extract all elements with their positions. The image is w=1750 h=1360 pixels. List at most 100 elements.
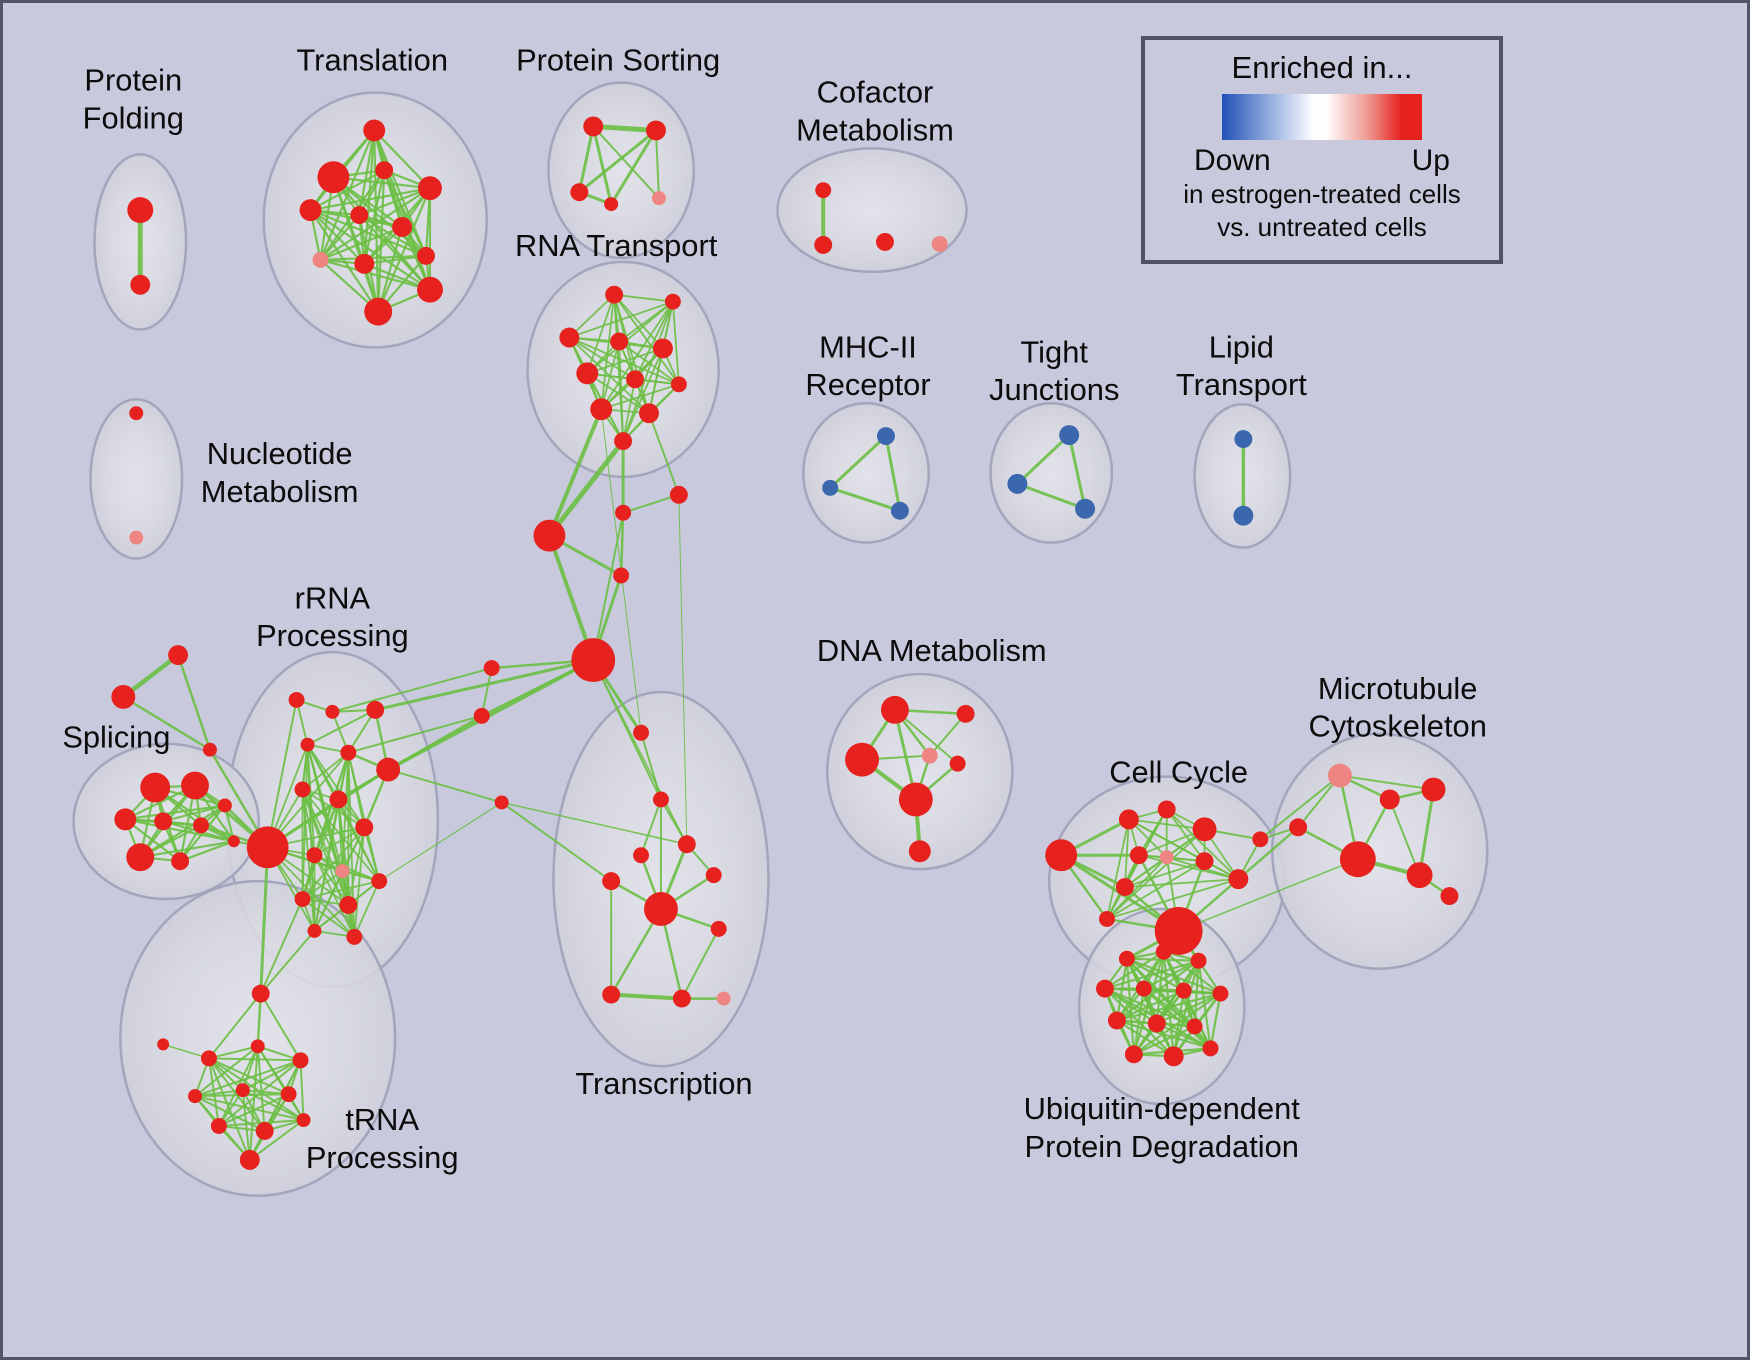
network-node-j1 [1059, 425, 1080, 446]
network-node-sp11 [111, 684, 136, 709]
network-node-r1 [605, 285, 624, 304]
network-node-u7 [1212, 985, 1229, 1002]
network-edge [241, 1089, 305, 1122]
network-edge [259, 845, 270, 996]
network-edge [622, 347, 664, 442]
network-node-s1 [583, 116, 604, 137]
network-edge [1165, 808, 1240, 881]
network-edge [194, 1045, 259, 1098]
network-node-u11 [1124, 1045, 1143, 1064]
network-node-rr2 [325, 704, 340, 719]
network-edge [1123, 878, 1240, 888]
network-node-d3 [845, 742, 879, 777]
network-edge [1115, 989, 1185, 1022]
network-edge [313, 826, 366, 857]
network-edge [613, 293, 674, 303]
network-edge [313, 854, 356, 938]
network-node-r6 [576, 362, 599, 385]
network-node-u2 [1155, 943, 1172, 960]
network-node-sp6 [126, 843, 155, 872]
network-edge [353, 826, 366, 938]
network-edge [176, 653, 212, 751]
network-edge [1123, 818, 1130, 888]
cluster-label-dna-metabolism: DNA Metabolism [817, 633, 1047, 668]
network-edge [1106, 818, 1130, 920]
network-edge [1165, 808, 1206, 863]
network-node-mt5 [1339, 841, 1376, 878]
network-edge [1142, 987, 1212, 1050]
network-edge [319, 254, 428, 261]
network-edge [266, 698, 298, 849]
network-edge [122, 695, 212, 751]
cluster-label-rna-transport: RNA Transport [515, 228, 718, 263]
network-edge [301, 880, 381, 900]
network-node-mt6 [1406, 862, 1433, 889]
network-node-tn7 [280, 1086, 297, 1103]
network-node-u5 [1135, 980, 1152, 997]
network-edge [547, 407, 604, 538]
network-node-n2 [129, 530, 144, 545]
network-edge [299, 1059, 305, 1122]
network-edge [301, 798, 340, 900]
network-node-q4 [1192, 817, 1217, 842]
network-edge [313, 870, 344, 932]
network-node-m1 [876, 427, 895, 446]
network-edge [313, 854, 350, 906]
network-node-sp3 [114, 808, 137, 831]
network-node-h5 [571, 638, 616, 682]
network-node-sp2 [181, 771, 209, 800]
network-edge [619, 511, 625, 577]
network-edge [1106, 860, 1206, 920]
network-edge [363, 826, 381, 883]
cluster-label-splicing: Splicing [62, 720, 170, 755]
network-node-u13 [1202, 1040, 1219, 1057]
network-edge [1123, 860, 1206, 888]
network-edge [207, 992, 262, 1060]
network-edge [309, 208, 380, 313]
cluster-ellipse-dna-metabolism [825, 672, 1014, 871]
network-edge [1155, 1022, 1212, 1050]
network-edge [1237, 826, 1300, 881]
network-node-c1 [815, 182, 832, 199]
network-edge [194, 1095, 266, 1132]
network-edge [654, 129, 660, 200]
network-node-q2 [1118, 809, 1139, 830]
network-node-tn2 [200, 1050, 217, 1067]
network-node-l2 [1233, 505, 1254, 526]
network-edge [306, 708, 377, 746]
network-edge [259, 898, 304, 995]
cluster-ellipse-cofactor-metabolism [776, 147, 968, 274]
network-edge [306, 743, 366, 829]
network-node-h6 [483, 660, 500, 677]
network-edge [1132, 992, 1222, 1056]
network-edge [546, 438, 626, 539]
network-node-r8 [670, 376, 687, 393]
network-node-rr12 [294, 891, 311, 907]
network-edge [634, 300, 674, 381]
network-node-pf2 [130, 274, 151, 295]
network-edge [500, 801, 688, 846]
network-edge [568, 300, 674, 339]
network-node-j3 [1075, 498, 1096, 519]
cluster-label-rrna-processing-line2: Processing [256, 618, 409, 653]
network-edge [301, 751, 350, 791]
network-edge [194, 1059, 302, 1098]
network-node-q12 [1252, 831, 1269, 848]
cluster-label-rrna-processing-line1: rRNA [295, 580, 371, 615]
network-node-rr7 [294, 781, 311, 798]
network-edge [500, 801, 613, 883]
network-node-rr5 [340, 744, 357, 761]
network-edge [373, 129, 432, 190]
network-edge [1103, 959, 1200, 990]
network-edge [363, 254, 428, 265]
network-node-sp5 [193, 817, 209, 834]
network-node-s3 [570, 183, 589, 202]
network-edge [301, 788, 366, 829]
network-node-l1 [1234, 430, 1253, 449]
network-node-mt4 [1289, 818, 1308, 837]
network-node-rhub [246, 826, 289, 869]
network-node-tn12 [157, 1038, 170, 1051]
network-node-sp9 [227, 835, 240, 848]
network-node-r9 [590, 398, 613, 421]
network-node-q8 [1115, 878, 1134, 897]
